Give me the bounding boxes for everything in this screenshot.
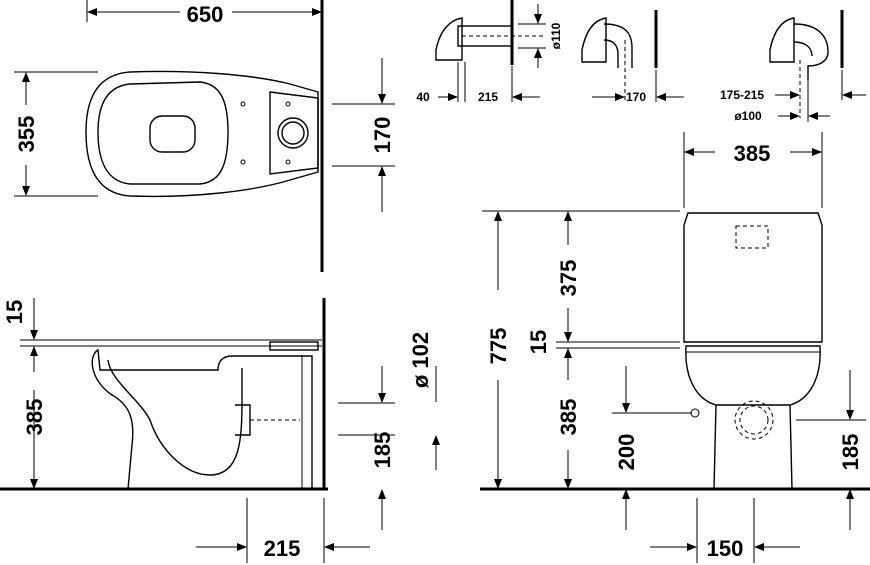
dim-tank-width: 385: [734, 141, 771, 166]
dim-detail1-projection: 215: [478, 90, 498, 104]
pedestal-outline: [713, 404, 793, 490]
dim-detail1-wall: 40: [416, 90, 430, 104]
dim-outlet-height-side: 185: [370, 432, 395, 469]
dim-inlet-height: 200: [614, 434, 639, 471]
dim-overall-length: 650: [187, 2, 224, 27]
detail1-bowl: [435, 17, 463, 61]
dim-total-height: 775: [486, 328, 511, 365]
outlet-mount-top: [269, 91, 319, 175]
fix-hole-1: [240, 101, 246, 107]
bowl-trap-side: [107, 359, 243, 476]
detail3-pipe: [793, 23, 829, 80]
bowl-outline-front: [685, 345, 821, 406]
side-view: 15 385 ø 102 185 215: [0, 298, 440, 563]
fix-hole-3: [285, 101, 291, 107]
outlet-circle-inner-top: [281, 121, 305, 145]
detail2-pipe: [603, 23, 633, 68]
dim-rim-height-side: 385: [22, 399, 47, 436]
dim-outlet-projection: 215: [264, 536, 301, 561]
inlet-point: [690, 408, 700, 418]
dim-rim-height-front: 385: [556, 399, 581, 436]
detail-horizontal-outlet: ø110 40 215: [416, 0, 563, 104]
seat-opening-top: [149, 115, 196, 153]
seat-hinge: [269, 341, 319, 351]
dim-detail3-diameter: ø100: [734, 109, 762, 123]
dim-outlet-diameter: ø 102: [408, 332, 433, 388]
dim-tank-height: 375: [556, 260, 581, 297]
dim-outlet-offset: 170: [370, 117, 395, 154]
outlet-circle-top: [277, 117, 309, 149]
dim-outlet-height-front: 185: [838, 434, 863, 471]
dim-detail1-diameter: ø110: [549, 22, 563, 49]
detail2-bowl: [581, 17, 607, 63]
front-view: 385 775 375 15 385 200 185 150: [480, 132, 870, 563]
detail-vertical-outlet: 170: [581, 10, 684, 104]
bowl-outline-top: [85, 70, 319, 198]
cistern-outline: [683, 212, 823, 343]
top-view: 650 355 170: [14, 0, 395, 272]
dim-bowl-width: 355: [14, 116, 39, 153]
dim-detail2-projection: 170: [626, 90, 646, 104]
bowl-profile-side: [91, 348, 313, 490]
flush-button-outline: [735, 225, 769, 249]
detail3-bowl: [769, 17, 795, 63]
fix-hole-2: [240, 159, 246, 165]
seat-outline-top: [97, 81, 229, 185]
dim-detail3-range: 175-215: [720, 88, 764, 102]
dim-foot-width: 150: [707, 536, 744, 561]
fix-hole-4: [285, 159, 291, 165]
detail-floor-outlet: 175-215 ø100: [720, 10, 866, 123]
outlet-circle-front-inner: [739, 405, 769, 435]
dim-seat-thickness-side: 15: [2, 300, 27, 324]
dim-seat-thickness-front: 15: [526, 330, 551, 354]
outlet-circle-front: [734, 400, 774, 440]
